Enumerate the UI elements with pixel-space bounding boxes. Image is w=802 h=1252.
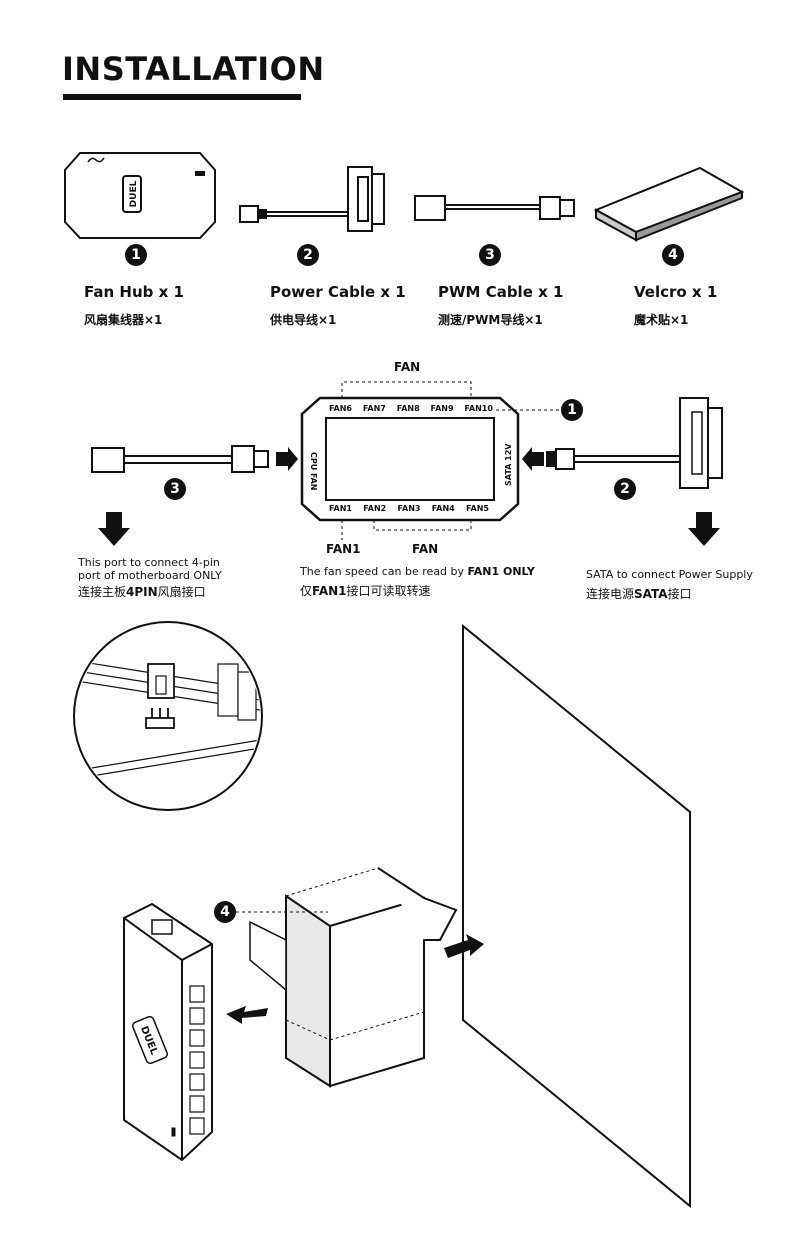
part-1-name: Fan Hub x 1 xyxy=(84,283,184,301)
left-note-line2: port of motherboard ONLY xyxy=(78,569,222,582)
port-fan1: FAN1 xyxy=(329,504,352,513)
left-note: This port to connect 4-pin port of mothe… xyxy=(78,556,222,599)
port-fan2: FAN2 xyxy=(363,504,387,513)
page-title: INSTALLATION xyxy=(62,50,325,88)
center-note-cn-bold: FAN1 xyxy=(312,584,347,598)
right-note: SATA to connect Power Supply 连接电源SATA接口 xyxy=(586,568,753,602)
right-note-cn-bold: SATA xyxy=(634,587,668,601)
pwm-cable-illustration xyxy=(414,195,575,221)
right-note-cn-post: 接口 xyxy=(667,587,692,601)
power-cable-illustration xyxy=(239,166,385,232)
svg-text:DUEL: DUEL xyxy=(129,180,139,207)
fan-bottom-label: FAN xyxy=(412,542,439,556)
port-fan6: FAN6 xyxy=(329,404,352,413)
part-3-number-badge: 3 xyxy=(479,244,501,266)
velcro-callout-badge: 4 xyxy=(214,901,236,923)
right-note-cn-pre: 连接电源 xyxy=(586,587,635,601)
center-note-cn-post: 接口可读取转速 xyxy=(346,584,431,598)
center-note-line1: The fan speed can be read by FAN1 ONLY xyxy=(300,565,535,578)
fan1-label: FAN1 xyxy=(326,542,361,556)
port-fan10: FAN10 xyxy=(464,404,493,413)
part-1-name-cn: 风扇集线器×1 xyxy=(84,313,163,327)
part-2-name-cn: 供电导线×1 xyxy=(270,313,337,327)
center-note: The fan speed can be read by FAN1 ONLY 仅… xyxy=(300,565,535,599)
callout-power-badge: 2 xyxy=(614,478,636,500)
left-note-line1: This port to connect 4-pin xyxy=(78,556,220,569)
center-note-bold: FAN1 ONLY xyxy=(467,565,535,578)
port-fan5: FAN5 xyxy=(466,504,489,513)
port-fan4: FAN4 xyxy=(431,504,455,513)
fan-top-label: FAN xyxy=(394,360,421,374)
center-note-cn: 仅FAN1接口可读取转速 xyxy=(300,582,535,599)
part-2-number-badge: 2 xyxy=(297,244,319,266)
callout-hub-badge: 1 xyxy=(561,399,583,421)
part-3-name-cn: 测速/PWM导线×1 xyxy=(438,313,543,327)
center-note-pre: The fan speed can be read by xyxy=(300,565,468,578)
part-4-number-badge: 4 xyxy=(662,244,684,266)
fan-hub-illustration: DUEL xyxy=(64,152,216,239)
top-ports-row: FAN6 FAN7 FAN8 FAN9 FAN10 xyxy=(329,404,493,413)
left-note-cn-post: 风扇接口 xyxy=(157,585,206,599)
bottom-ports-row: FAN1 FAN2 FAN3 FAN4 FAN5 xyxy=(329,504,489,513)
port-fan7: FAN7 xyxy=(362,404,386,413)
cpu-fan-port-label: CPU FAN xyxy=(309,452,318,491)
callout-pwm-badge: 3 xyxy=(164,478,186,500)
sata-port-label: SATA 12V xyxy=(504,443,513,486)
part-4-name-cn: 魔术贴×1 xyxy=(634,313,689,327)
motherboard-header-zoom xyxy=(73,621,263,811)
left-note-cn: 连接主板4PIN风扇接口 xyxy=(78,586,222,599)
fan-hub-3d: DUEL xyxy=(123,902,213,1162)
velcro-mount xyxy=(226,867,484,1088)
port-fan3: FAN3 xyxy=(397,504,421,513)
left-note-cn-pre: 连接主板 xyxy=(78,585,127,599)
right-note-line1: SATA to connect Power Supply xyxy=(586,568,753,581)
part-4-name: Velcro x 1 xyxy=(634,283,718,301)
part-3-name: PWM Cable x 1 xyxy=(438,283,564,301)
title-underline xyxy=(63,94,301,100)
hub-connection-diagram xyxy=(91,381,723,546)
center-note-cn-pre: 仅 xyxy=(300,584,313,598)
left-note-cn-bold: 4PIN xyxy=(126,585,158,599)
part-2-name: Power Cable x 1 xyxy=(270,283,406,301)
part-1-number-badge: 1 xyxy=(125,244,147,266)
case-panel xyxy=(462,623,691,1209)
port-fan8: FAN8 xyxy=(396,404,420,413)
right-note-cn: 连接电源SATA接口 xyxy=(586,585,753,602)
port-fan9: FAN9 xyxy=(430,404,454,413)
velcro-illustration xyxy=(593,166,745,242)
